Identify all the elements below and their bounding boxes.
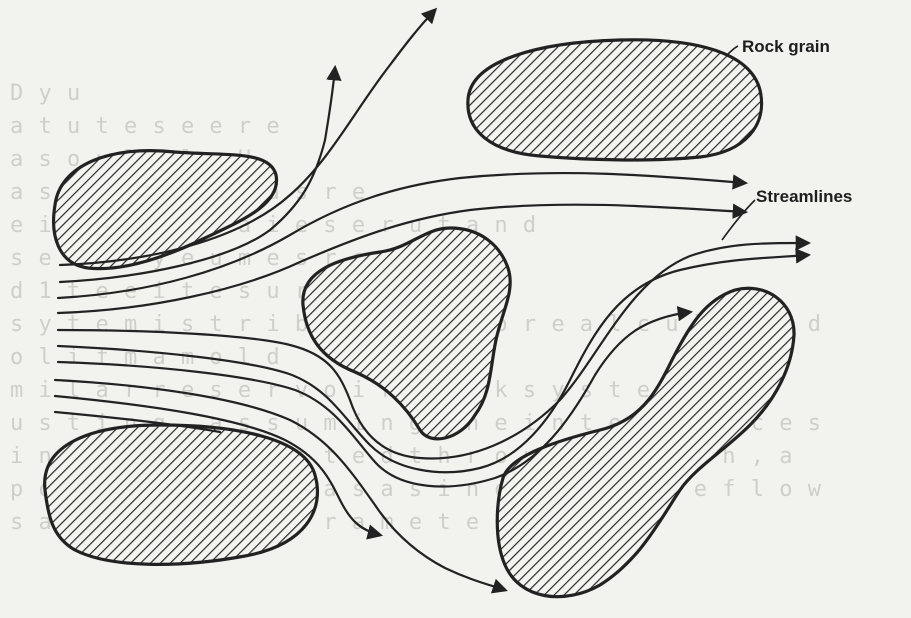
streamlines-leader xyxy=(722,200,755,240)
rock-grain-bottom-left xyxy=(45,425,318,564)
rock-grain-label: Rock grain xyxy=(742,37,830,56)
bleed-through-line: a t u t e s e e r e xyxy=(10,114,281,139)
rock-grain-leader xyxy=(726,46,738,56)
bleed-through-line: D y u xyxy=(10,81,81,106)
streamlines-label: Streamlines xyxy=(756,187,852,206)
rock-grain-top-right xyxy=(468,40,762,160)
